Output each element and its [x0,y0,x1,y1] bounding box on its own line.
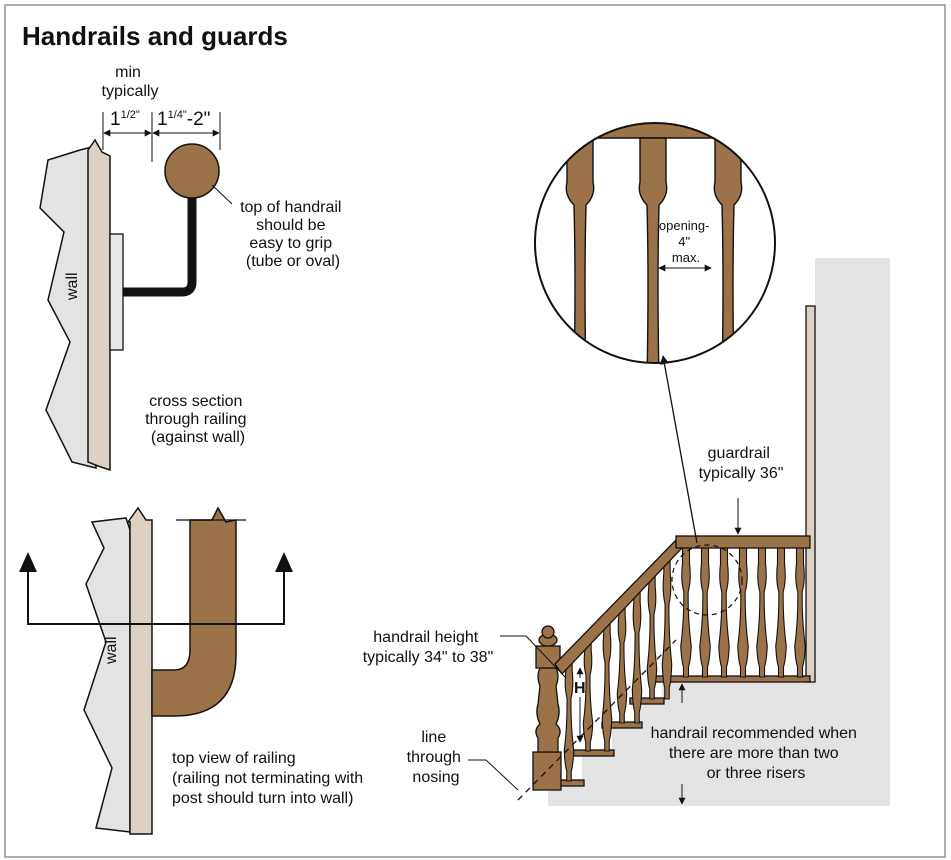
dim-typically-label: typically [102,83,159,100]
baluster [631,585,643,724]
dim-min-label: min [115,64,141,81]
stair-wall-surface [548,258,890,806]
top-view-caption: top view of railing (railing not termina… [172,750,368,807]
stair-tread [629,697,665,705]
newel-base [532,751,562,791]
section-arrow-left-icon [19,552,37,572]
grip-note-leader [211,184,233,205]
dim-clearance-text: 11/2" [110,109,140,130]
baluster [661,554,673,700]
detail-circle-outline [534,122,776,364]
baluster [616,600,628,724]
nosing-line [517,639,677,801]
baluster [775,547,787,678]
cross-section-drawing [39,138,220,472]
baluster [794,547,806,678]
cross-section-caption: cross section through railing (against w… [145,393,251,446]
top-view-handrail [151,506,237,717]
baluster [699,547,711,678]
h-marker: H [574,680,586,697]
stair-wall-trim [805,305,816,683]
baluster [601,616,613,752]
baluster [718,547,730,678]
newel-ball [541,625,555,639]
top-view-drawing [83,506,246,835]
detail-baluster [638,137,668,363]
detail-marker-circle [671,544,743,616]
top-view-wall-trim [126,506,153,835]
baluster [680,547,692,678]
handrail-height-leader [500,635,567,679]
opening-label: opening- 4" max. [659,218,713,265]
balusters [563,547,806,782]
top-view-wall [83,517,131,833]
dim-diameter-text: 11/4"-2" [157,109,210,130]
detail-baluster [713,137,743,363]
dimension-lines [102,112,221,162]
nosing-label: line through nosing [407,729,466,786]
handrail-bracket-arm [123,196,197,297]
section-arrow-right-icon [275,552,293,572]
landing-tread [651,675,811,683]
baluster [563,655,575,782]
handrail-height-label: handrail height typically 34" to 38" [363,629,494,666]
baluster [582,635,594,752]
section-cut-polyline [27,568,285,625]
detail-balusters [565,137,743,363]
baluster [737,547,749,678]
grip-note: top of handrail should be easy to grip (… [240,199,346,270]
detail-leader-arrow [659,355,698,544]
cross-section-wall-label: wall [64,272,81,301]
figure-title: Handrails and guards [22,21,288,51]
nosing-leader [468,759,519,791]
wall-bracket-plate [109,233,124,351]
handrail-cross-section [164,143,220,199]
guardrail-label: guardrail typically 36" [699,445,784,482]
section-cut-line [27,568,285,625]
stair-drawing [548,258,890,806]
newel-post [532,625,562,791]
risers-note: handrail recommended when there are more… [651,725,862,782]
baluster [756,547,768,678]
detail-baluster [565,137,595,363]
guardrail-top [675,535,811,549]
top-view-wall-label: wall [103,636,120,665]
cross-section-wall-trim [87,138,111,472]
newel-shaft [535,667,561,753]
